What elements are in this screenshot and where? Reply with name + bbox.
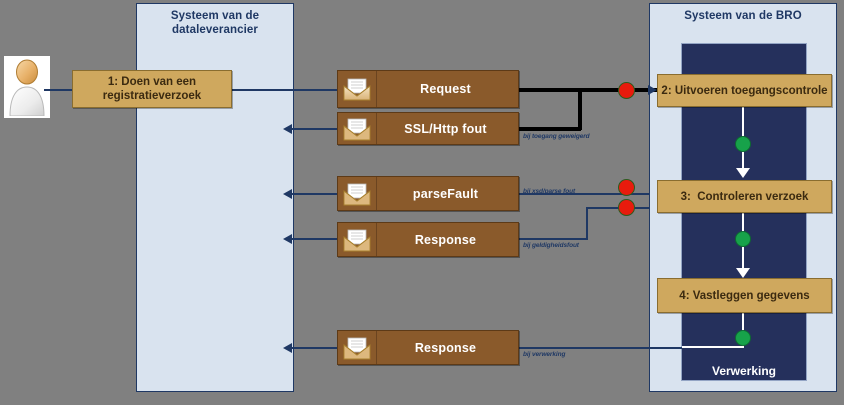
connector-actor-to-step1 <box>44 89 72 91</box>
message-response-2[interactable]: Response <box>337 330 519 365</box>
note-geldigheidsfout: bij geldigheidsfout <box>523 242 579 249</box>
ok-dot-step4 <box>735 330 751 346</box>
connector-request-to-step2-h <box>519 88 657 92</box>
ok-dot-step2 <box>735 136 751 152</box>
connector-step3-geldig-h1 <box>586 207 649 209</box>
connector-response1-to-leverancier <box>292 238 338 240</box>
error-dot-parsefout <box>618 179 635 196</box>
actor-person-icon <box>9 59 45 116</box>
lane-dataleverancier-title: Systeem van de dataleverancier <box>140 9 290 37</box>
error-dot-geldigheid <box>618 199 635 216</box>
envelope-icon <box>338 223 377 256</box>
envelope-icon <box>338 71 377 107</box>
arrow-into-leverancier-ssl <box>283 124 292 134</box>
connector-step3-geldig-h2 <box>519 238 588 240</box>
process-step-3[interactable]: 3: Controleren verzoek <box>657 180 832 213</box>
process-step-2[interactable]: 2: Uitvoeren toegangscontrole <box>657 74 832 107</box>
bro-flow-verwerking-out <box>682 346 744 348</box>
lane-dataleverancier <box>136 3 294 392</box>
message-response-1[interactable]: Response <box>337 222 519 257</box>
message-response-1-label: Response <box>414 232 477 247</box>
envelope-icon <box>338 331 377 364</box>
connector-step2-error-drop <box>578 90 582 130</box>
connector-response2-to-leverancier <box>292 347 338 349</box>
envelope-icon <box>338 113 377 144</box>
message-request-label: Request <box>420 82 471 96</box>
connector-verwerking-to-response2 <box>519 347 682 349</box>
note-xsd-parse-fout: bij xsd/parse fout <box>523 188 576 195</box>
lane-bro-title: Systeem van de BRO <box>684 10 802 22</box>
process-step-1[interactable]: 1: Doen van een registratieverzoek <box>72 70 232 108</box>
message-parsefault-label: parseFault <box>412 186 479 201</box>
message-ssl-http-fout[interactable]: SSL/Http fout <box>337 112 519 145</box>
arrow-into-leverancier-response1 <box>283 234 292 244</box>
connector-step1-to-request <box>232 89 338 91</box>
lane-dataleverancier-title-line1: Systeem van de <box>170 10 260 22</box>
arrow-into-leverancier-parsefault <box>283 189 292 199</box>
message-request[interactable]: Request <box>337 70 519 108</box>
message-ssl-http-fout-label: SSL/Http fout <box>404 121 487 136</box>
bro-flow-arrow-step4 <box>736 268 750 278</box>
dataleverancier-actor <box>4 56 50 118</box>
ok-dot-step3 <box>735 231 751 247</box>
error-dot-toegang <box>618 82 635 99</box>
process-step-1-line1: 1: Doen van een <box>107 76 197 88</box>
connector-parsefault-to-leverancier <box>292 193 338 195</box>
message-parsefault[interactable]: parseFault <box>337 176 519 211</box>
bro-flow-arrow-step3 <box>736 168 750 178</box>
connector-step2-error-to-ssl <box>519 127 581 131</box>
note-toegang-geweigerd: bij toegang geweigerd <box>523 133 590 140</box>
process-step-4[interactable]: 4: Vastleggen gegevens <box>657 278 832 313</box>
message-response-2-label: Response <box>414 340 477 355</box>
bro-processing-column-label: Verwerking <box>711 364 777 378</box>
connector-ssl-to-leverancier <box>292 128 338 130</box>
connector-step3-geldig-v <box>586 207 588 239</box>
arrow-into-leverancier-response2 <box>283 343 292 353</box>
connector-step3-to-parsefault <box>519 193 649 195</box>
note-verwerking: bij verwerking <box>523 351 566 358</box>
arrow-into-step2 <box>648 85 657 95</box>
process-step-1-line2: registratieverzoek <box>102 90 202 102</box>
lane-dataleverancier-title-line2: dataleverancier <box>172 24 258 36</box>
envelope-icon <box>338 177 377 210</box>
